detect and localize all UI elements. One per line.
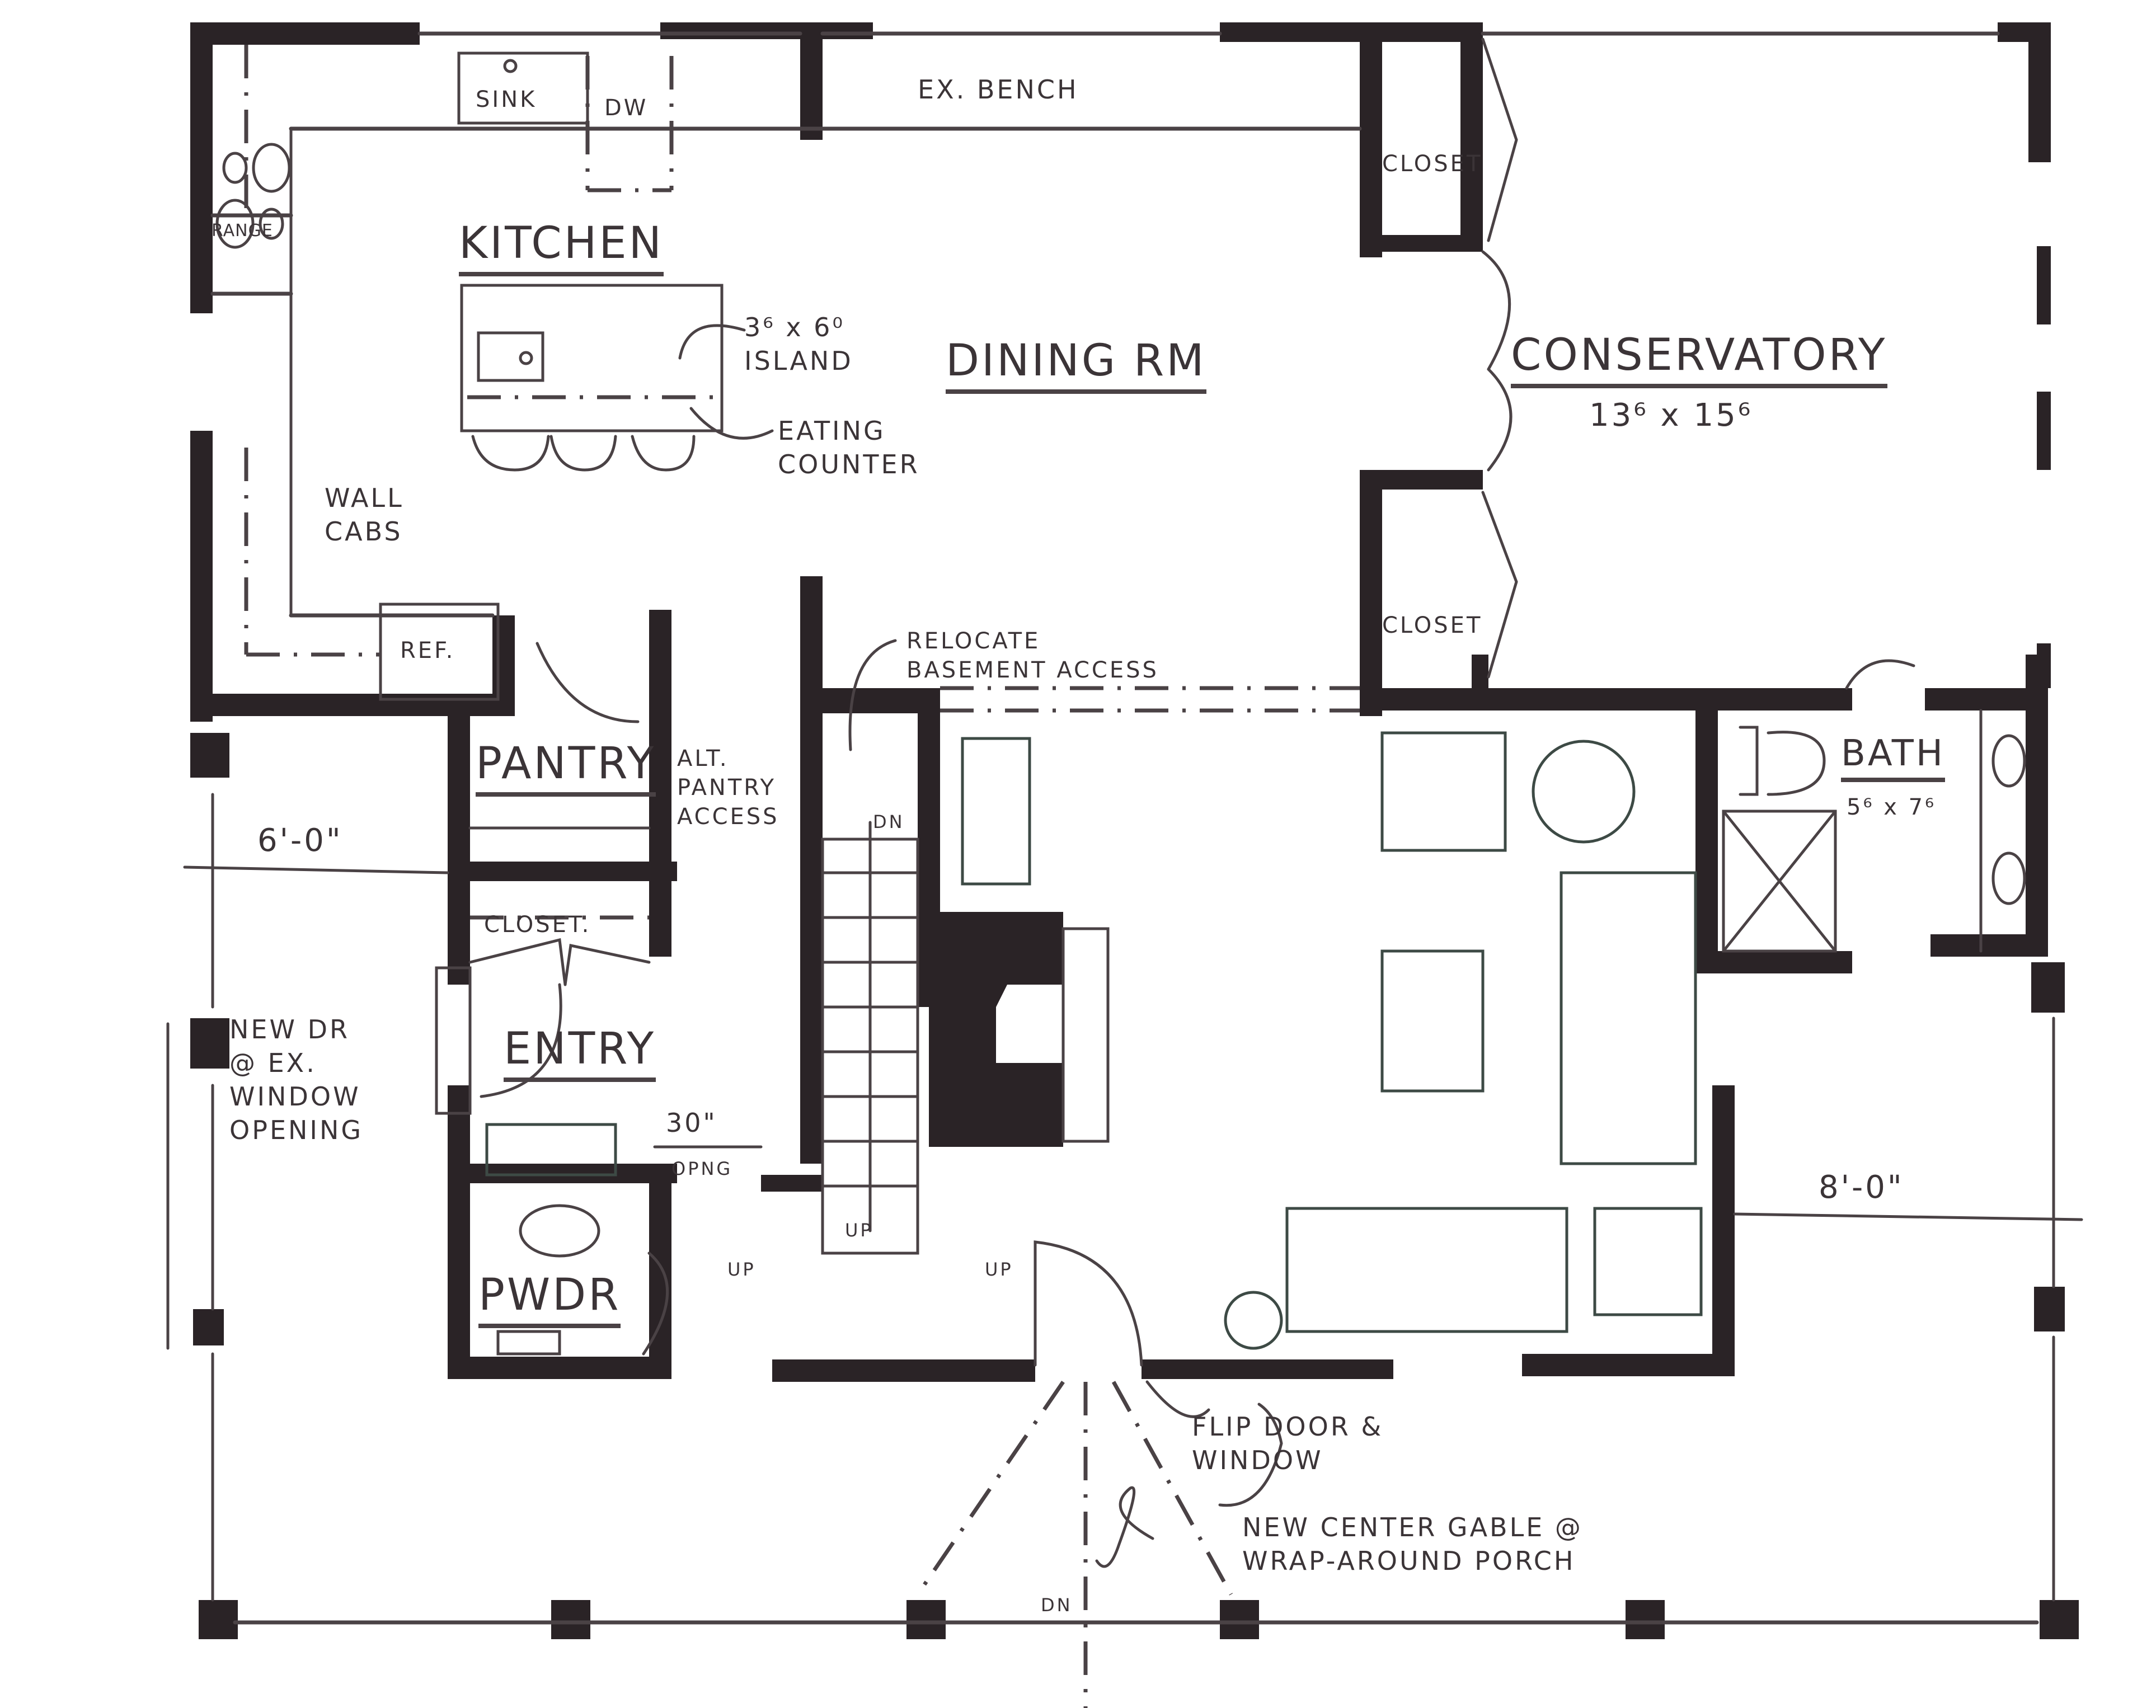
up-left-label: UP — [727, 1259, 756, 1280]
island-note: 3⁶ x 6⁰ ISLAND — [744, 312, 853, 376]
bath-label: BATH — [1841, 733, 1945, 782]
closet-mid-label: CLOSET — [1382, 613, 1483, 638]
alt-pantry-note: ALT. PANTRY ACCESS — [677, 746, 779, 830]
opening-sub: OPNG — [671, 1158, 733, 1179]
opening-dim: 30" — [666, 1108, 717, 1138]
new-door-note: NEW DR @ EX. WINDOW OPENING — [229, 1014, 364, 1145]
conservatory-name: CONSERVATORY — [1511, 330, 1887, 388]
pantry-name: PANTRY — [476, 738, 656, 797]
porch-right-dim: 8'-0" — [1819, 1169, 1904, 1206]
porch-dn-label: DN — [1041, 1594, 1073, 1616]
closet-entry-label: CLOSET. — [484, 912, 591, 938]
eating-counter-note: EATING COUNTER — [778, 416, 920, 479]
porch-left-dim: 6'-0" — [257, 822, 343, 859]
linework — [166, 31, 2083, 1708]
powder-name: PWDR — [478, 1270, 621, 1328]
bath-name: BATH — [1841, 733, 1945, 782]
ref-label: REF. — [400, 638, 455, 664]
bath-size: 5⁶ x 7⁶ — [1847, 794, 1937, 820]
exterior-walls — [190, 22, 2079, 1639]
flip-door-note: FLIP DOOR & WINDOW — [1192, 1411, 1384, 1475]
bench-note: EX. BENCH — [918, 74, 1079, 105]
stair-dn-label: DN — [873, 811, 905, 832]
pantry-label: PANTRY — [476, 738, 656, 797]
conservatory-size: 13⁶ x 15⁶ — [1589, 397, 1753, 434]
sink-label: SINK — [476, 87, 537, 112]
gable-note: NEW CENTER GABLE @ WRAP-AROUND PORCH — [1242, 1512, 1583, 1576]
kitchen-name: KITCHEN — [459, 218, 664, 276]
range-label: RANGE — [212, 221, 273, 241]
wall-cabs-note: WALL CABS — [325, 483, 404, 547]
dining-name: DINING RM — [946, 336, 1206, 394]
basement-note: RELOCATE BASEMENT ACCESS — [906, 628, 1159, 683]
up-right-label: UP — [985, 1259, 1013, 1280]
stair-up-label: UP — [845, 1220, 873, 1241]
dining-label: DINING RM — [946, 336, 1206, 394]
entry-label: ENTRY — [504, 1024, 656, 1082]
dw-label: DW — [604, 95, 649, 121]
conservatory-label: CONSERVATORY — [1511, 330, 1887, 388]
kitchen-label: KITCHEN — [459, 218, 664, 276]
powder-label: PWDR — [478, 1270, 621, 1328]
closet-top-label: CLOSET — [1382, 151, 1483, 177]
entry-name: ENTRY — [504, 1024, 656, 1082]
